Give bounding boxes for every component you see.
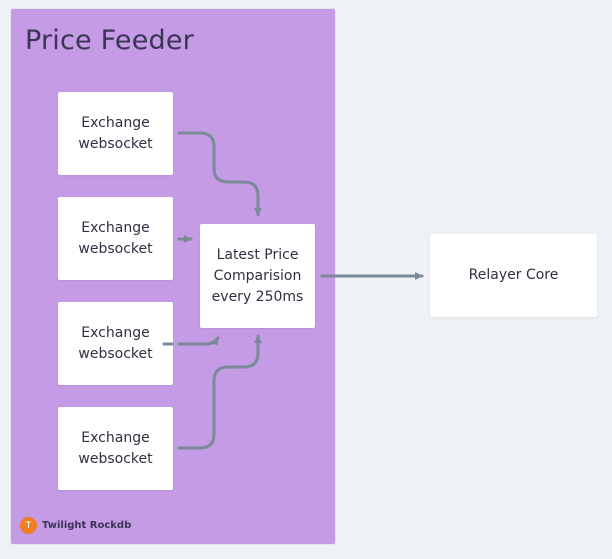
node-label: Exchange websocket <box>78 324 153 362</box>
node-label: Exchange websocket <box>78 429 153 467</box>
exchange-websocket-node-2[interactable]: Exchange websocket <box>58 197 173 280</box>
price-comparison-node[interactable]: Latest Price Comparision every 250ms <box>200 224 315 328</box>
group-footer: T Twilight Rockdb <box>20 517 131 534</box>
node-label: Relayer Core <box>468 267 559 283</box>
footer-label: Twilight Rockdb <box>42 520 132 531</box>
node-label: Exchange websocket <box>78 114 153 152</box>
node-label: Latest Price Comparision every 250ms <box>211 246 304 305</box>
twilight-logo-icon: T <box>20 517 37 534</box>
node-label: Exchange websocket <box>78 219 153 257</box>
exchange-websocket-node-3[interactable]: Exchange websocket <box>58 302 173 385</box>
group-title: Price Feeder <box>25 25 194 56</box>
relayer-core-node[interactable]: Relayer Core <box>430 234 597 317</box>
exchange-websocket-node-4[interactable]: Exchange websocket <box>58 407 173 490</box>
exchange-websocket-node-1[interactable]: Exchange websocket <box>58 92 173 175</box>
